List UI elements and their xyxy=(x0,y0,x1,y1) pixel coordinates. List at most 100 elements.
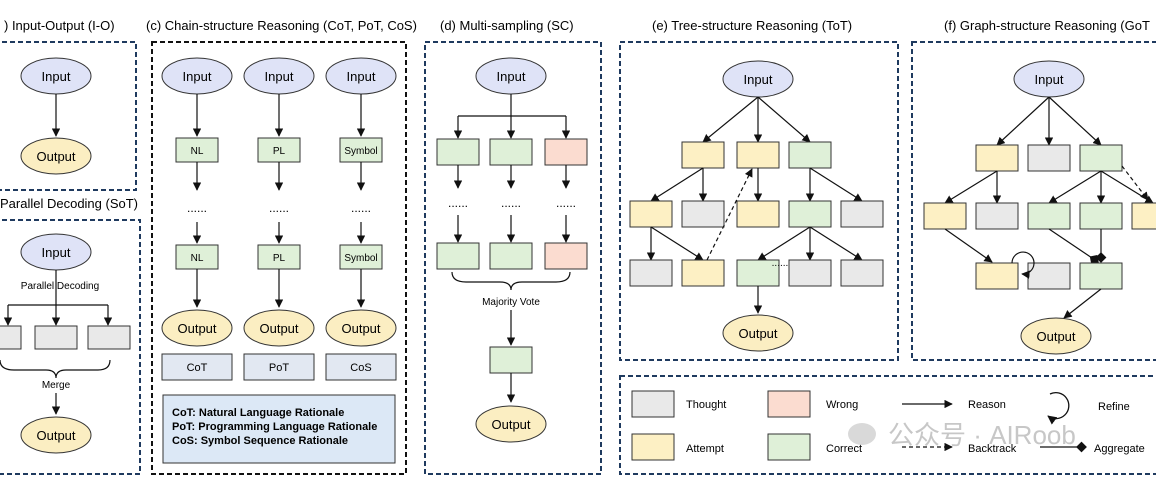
panel-sc-title: (d) Multi-sampling (SC) xyxy=(440,18,574,33)
chain-method-label: CoS xyxy=(350,362,371,374)
chain-method-label: CoT xyxy=(187,362,208,374)
got-output-node xyxy=(1020,317,1092,355)
sot-input-label: Input xyxy=(42,245,71,260)
watermark-logo-icon xyxy=(848,423,876,445)
legend-refine-icon xyxy=(1047,391,1070,425)
got-graph xyxy=(923,60,1156,355)
tot-node-l2 xyxy=(681,200,725,228)
got-node-l1 xyxy=(1027,144,1071,172)
chain-ellipsis: ...... xyxy=(269,201,289,215)
got-node-l2 xyxy=(975,202,1019,230)
tot-node-l2 xyxy=(629,200,673,228)
sot-thought-2 xyxy=(34,325,78,350)
legend-wrong-swatch xyxy=(767,390,811,418)
got-arrow xyxy=(1048,170,1102,204)
got-node-l2 xyxy=(1027,202,1071,230)
got-node-l2 xyxy=(923,202,967,230)
sc-sample-node xyxy=(489,138,533,166)
legend-correct-swatch xyxy=(767,433,811,461)
chain-step-label: NL xyxy=(191,146,204,157)
legend-correct-label: Correct xyxy=(826,443,862,455)
chain-output-label: Output xyxy=(259,321,298,336)
sc-output-label: Output xyxy=(491,417,530,432)
chain-note-cos: CoS: Symbol Sequence Rationale xyxy=(172,435,348,447)
panel-tot: (e) Tree-structure Reasoning (ToT) .....… xyxy=(619,18,899,361)
sot-thought-3 xyxy=(87,325,131,350)
got-output-label: Output xyxy=(1036,329,1075,344)
got-node-l3 xyxy=(975,262,1019,290)
got-arrow xyxy=(996,96,1050,146)
got-node-l2 xyxy=(1131,202,1156,230)
io-output-label: Output xyxy=(36,149,75,164)
chain-notes-box xyxy=(162,394,396,464)
tot-ellipsis: ...... xyxy=(772,258,789,269)
got-refine-loop xyxy=(1011,251,1035,279)
sc-vote-brace xyxy=(451,271,571,291)
legend-attempt-swatch xyxy=(631,433,675,461)
panel-sot: Parallel Decoding (SoT) Input Parallel D… xyxy=(0,196,141,475)
chain-output-node xyxy=(243,309,315,347)
chain-step-node xyxy=(175,244,219,270)
tot-node-l3 xyxy=(840,259,884,287)
chain-input-label: Input xyxy=(183,69,212,84)
chain-step-label: PL xyxy=(273,146,286,157)
sc-vote-label: Majority Vote xyxy=(482,297,540,308)
chain-method-label: PoT xyxy=(269,362,289,374)
sc-samples: .................. xyxy=(436,116,588,270)
sc-ellipsis: ...... xyxy=(448,196,468,210)
panel-sc: (d) Multi-sampling (SC) Input ..........… xyxy=(424,18,602,475)
chain-note-cot: CoT: Natural Language Rationale xyxy=(172,407,344,419)
tot-arrow xyxy=(757,96,811,143)
got-arrow xyxy=(1063,288,1102,319)
sot-output-label: Output xyxy=(36,428,75,443)
got-backtrack-arrow xyxy=(1121,165,1149,201)
tot-arrow xyxy=(757,226,811,261)
tot-node-l1 xyxy=(788,141,832,169)
legend: Thought Wrong Reason Refine Attempt Corr… xyxy=(619,375,1156,475)
tot-arrow xyxy=(809,226,863,261)
legend-refine-label: Refine xyxy=(1098,401,1130,413)
sot-merge-brace xyxy=(0,359,111,379)
tot-node-l3 xyxy=(681,259,725,287)
sot-output-node xyxy=(20,416,92,454)
chain-method-box xyxy=(325,353,397,381)
tot-node-l1 xyxy=(681,141,725,169)
panel-chain-title: (c) Chain-structure Reasoning (CoT, PoT,… xyxy=(146,18,417,33)
got-node-l1 xyxy=(1079,144,1123,172)
chain-output-label: Output xyxy=(341,321,380,336)
tot-node-l3 xyxy=(736,259,780,287)
legend-thought-swatch xyxy=(631,390,675,418)
panel-got: (f) Graph-structure Reasoning (GoT Input… xyxy=(911,18,1156,361)
tot-arrow xyxy=(809,167,863,202)
watermark-text: 公众号 · AIRoob xyxy=(888,420,1076,450)
chain-method-box xyxy=(243,353,315,381)
tot-node-l2 xyxy=(788,200,832,228)
chain-step-node xyxy=(257,244,301,270)
sc-ellipsis: ...... xyxy=(556,196,576,210)
got-arrow xyxy=(944,170,998,204)
chain-output-node xyxy=(325,309,397,347)
got-node-l3 xyxy=(1079,262,1123,290)
sc-output-node xyxy=(475,405,547,443)
chain-output-node xyxy=(161,309,233,347)
chain-step-node xyxy=(339,137,383,163)
chain-note-pot: PoT: Programming Language Rationale xyxy=(172,421,377,433)
chain-step-label: Symbol xyxy=(344,253,377,264)
tot-output-node xyxy=(722,314,794,352)
sot-merge-label: Merge xyxy=(42,380,71,391)
panel-sot-border xyxy=(0,219,141,475)
io-output-node xyxy=(20,137,92,175)
legend-thought-label: Thought xyxy=(686,399,726,411)
got-arrow xyxy=(1048,96,1102,146)
tot-node-l2 xyxy=(736,200,780,228)
tot-node-l3 xyxy=(788,259,832,287)
chain-step-label: Symbol xyxy=(344,146,377,157)
chain-step-label: NL xyxy=(191,253,204,264)
chain-input-label: Input xyxy=(347,69,376,84)
tot-graph: ...... xyxy=(629,60,884,352)
chain-step-label: PL xyxy=(273,253,286,264)
panel-io-title: ) Input-Output (I-O) xyxy=(4,18,115,33)
panel-sc-border xyxy=(424,41,602,475)
sc-sample-node xyxy=(436,242,480,270)
